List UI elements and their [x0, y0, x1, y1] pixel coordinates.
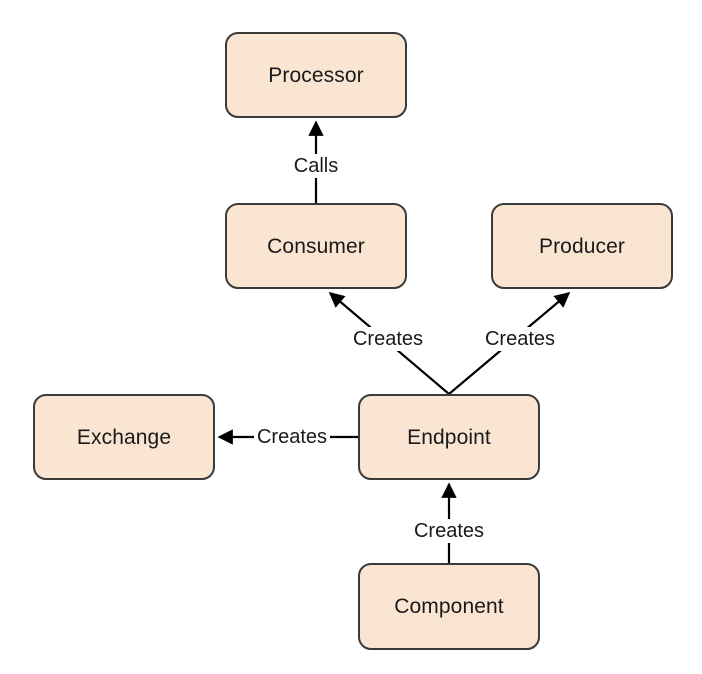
node-producer-label: Producer	[538, 234, 625, 258]
edge-label-calls: Calls	[290, 154, 342, 178]
node-producer[interactable]: Producer	[491, 203, 673, 289]
edge-label-creates-consumer: Creates	[349, 327, 427, 351]
edge-label-creates-producer: Creates	[481, 327, 559, 351]
node-endpoint-label: Endpoint	[407, 425, 491, 449]
edge-label-creates-exchange: Creates	[253, 425, 331, 449]
edge-label-creates-endpoint: Creates	[410, 519, 488, 543]
node-processor[interactable]: Processor	[225, 32, 407, 118]
node-endpoint[interactable]: Endpoint	[358, 394, 540, 480]
node-consumer-label: Consumer	[267, 234, 365, 258]
node-consumer[interactable]: Consumer	[225, 203, 407, 289]
node-component-label: Component	[394, 595, 504, 618]
node-exchange-label: Exchange	[76, 425, 172, 449]
node-exchange[interactable]: Exchange	[33, 394, 215, 480]
node-component[interactable]: Component	[358, 563, 540, 650]
node-processor-label: Processor	[268, 63, 364, 87]
